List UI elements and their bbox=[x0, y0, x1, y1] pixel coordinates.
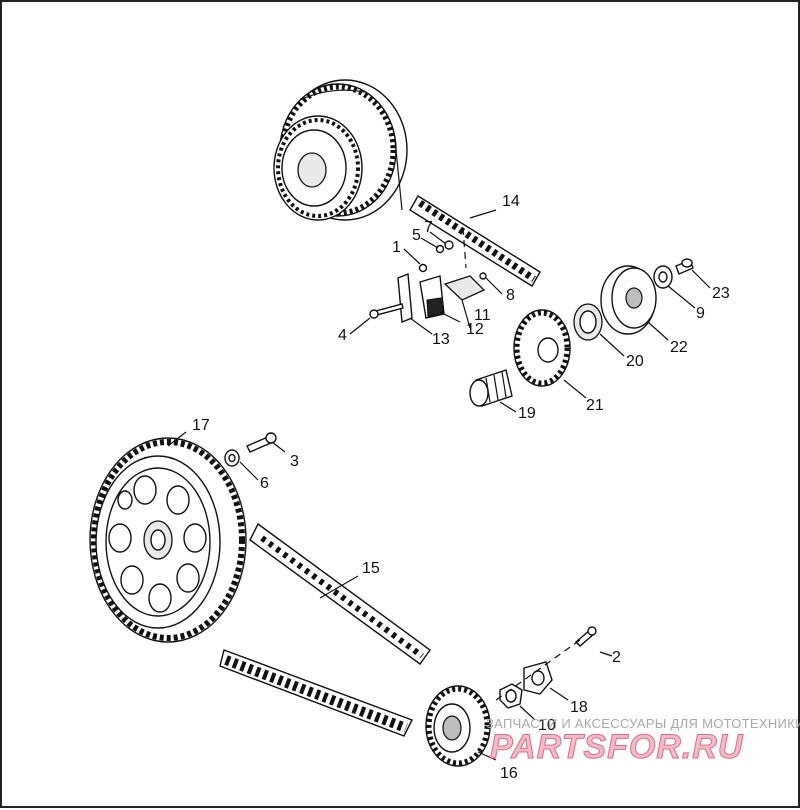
lock-plate-18 bbox=[523, 661, 553, 695]
washer-8 bbox=[479, 272, 487, 280]
watermark-logo: PARTSFOR.RU bbox=[490, 728, 744, 766]
screw-2 bbox=[574, 626, 597, 647]
pulley-nut-10 bbox=[499, 683, 523, 709]
callout-21: 21 bbox=[586, 397, 604, 414]
callout-17: 17 bbox=[192, 417, 210, 434]
bolt-23 bbox=[675, 258, 694, 275]
chain-tensioner-assembly bbox=[369, 240, 487, 323]
callout-9: 9 bbox=[696, 305, 705, 322]
callout-labels: 1 2 3 4 5 6 7 8 9 10 11 12 13 14 15 16 1… bbox=[192, 193, 730, 782]
watermark: ЗАПЧАСТИ И АКСЕССУАРЫ ДЛЯ МОТОТЕХНИКИ PA… bbox=[486, 716, 800, 767]
clutch-shell-assembly bbox=[273, 79, 408, 221]
alternator-rotor-22 bbox=[600, 265, 657, 335]
callout-3: 3 bbox=[290, 453, 299, 470]
locknut-1 bbox=[418, 263, 428, 273]
callout-14: 14 bbox=[502, 193, 520, 210]
washer-5 bbox=[435, 244, 445, 254]
callout-5: 5 bbox=[412, 227, 421, 244]
tensioner-shoe-11 bbox=[443, 275, 486, 301]
leader-lines bbox=[167, 209, 711, 761]
callout-2: 2 bbox=[612, 649, 621, 666]
bolt-3 bbox=[246, 432, 277, 453]
engine-sprocket-21 bbox=[513, 309, 571, 387]
callout-15: 15 bbox=[362, 560, 380, 577]
callout-12: 12 bbox=[466, 321, 484, 338]
callout-23: 23 bbox=[712, 285, 730, 302]
callout-4: 4 bbox=[338, 327, 347, 344]
shaft-extension-19 bbox=[469, 369, 513, 407]
callout-6: 6 bbox=[260, 475, 269, 492]
callout-10: 10 bbox=[538, 717, 556, 734]
callout-13: 13 bbox=[432, 331, 450, 348]
callout-1: 1 bbox=[392, 239, 401, 256]
callout-19: 19 bbox=[518, 405, 536, 422]
callout-18: 18 bbox=[570, 699, 588, 716]
callout-11: 11 bbox=[474, 307, 491, 324]
callout-22: 22 bbox=[670, 339, 688, 356]
drive-belt-15 bbox=[219, 522, 431, 737]
callout-20: 20 bbox=[626, 353, 644, 370]
watermark-tagline: ЗАПЧАСТИ И АКСЕССУАРЫ ДЛЯ МОТОТЕХНИКИ bbox=[486, 716, 800, 731]
primary-chain bbox=[409, 195, 541, 287]
rear-pulley-17 bbox=[89, 437, 247, 643]
nut-7 bbox=[444, 240, 454, 250]
transmission-pulley-16 bbox=[425, 685, 491, 767]
spacer-20 bbox=[573, 303, 603, 341]
callout-7: 7 bbox=[424, 219, 433, 236]
tensioner-plate-13 bbox=[397, 273, 413, 323]
callout-16: 16 bbox=[500, 765, 518, 782]
callout-8: 8 bbox=[506, 287, 515, 304]
